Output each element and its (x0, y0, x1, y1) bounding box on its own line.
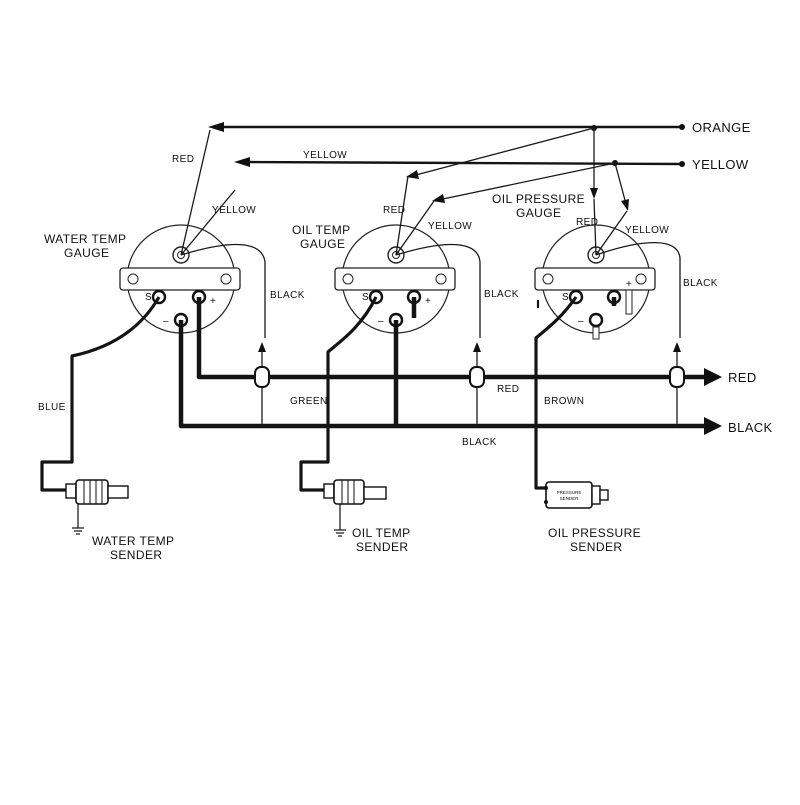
water-temp-gauge-title-2: GAUGE (64, 246, 109, 260)
pressure-sender-body-label-2: SENDER (560, 496, 580, 501)
water-temp-gauge-title-1: WATER TEMP (44, 232, 126, 246)
oil-pressure-sender: PRESSURE SENDER (544, 481, 609, 509)
black-bus-label: BLACK (728, 420, 773, 435)
oil-temp-plus-label: + (425, 296, 431, 307)
water-temp-gauge-wires (180, 129, 266, 338)
red-bus-wire (196, 297, 722, 426)
oil-temp-black-label: BLACK (484, 289, 519, 300)
red-bus-inline-label: RED (497, 384, 519, 395)
oil-temp-yellow-label: YELLOW (428, 221, 472, 232)
oil-temp-gauge (334, 224, 456, 334)
blue-sender-wire (40, 296, 161, 492)
oil-pressure-gauge-title-1: OIL PRESSURE (492, 192, 585, 206)
oil-pressure-black-label: BLACK (683, 278, 718, 289)
black-lamp-returns (258, 342, 681, 426)
pressure-sender-body-label-1: PRESSURE (557, 490, 582, 495)
water-temp-sender-label-2: SENDER (110, 548, 162, 562)
oil-pressure-minus-label: – (578, 316, 584, 327)
water-temp-minus-label: – (163, 316, 169, 327)
oil-pressure-gauge-title-2: GAUGE (516, 206, 561, 220)
oil-pressure-s-label: S (562, 292, 569, 303)
brown-sender-wire (534, 296, 578, 490)
water-temp-red-label: RED (172, 154, 194, 165)
oil-temp-gauge-title-2: GAUGE (300, 237, 345, 251)
green-sender-wire (299, 296, 378, 492)
yellow-wire-label: YELLOW (692, 157, 749, 172)
oil-temp-gauge-title-1: OIL TEMP (292, 223, 351, 237)
oil-pressure-red-label: RED (576, 217, 598, 228)
oil-pressure-gauge-wires (593, 198, 681, 338)
oil-temp-sender-label-1: OIL TEMP (352, 526, 411, 540)
orange-feed-line (208, 122, 685, 132)
orange-wire-label: ORANGE (692, 120, 751, 135)
oil-pressure-plus-label: + (626, 279, 632, 290)
oil-temp-sender-label-2: SENDER (356, 540, 408, 554)
oil-temp-s-label: S (362, 292, 369, 303)
blue-wire-label: BLUE (38, 402, 66, 413)
water-temp-gauge (119, 224, 241, 334)
black-bus-wire (178, 320, 722, 435)
oil-temp-minus-label: – (378, 316, 384, 327)
black-bus-inline-label: BLACK (462, 437, 497, 448)
water-temp-s-label: S (145, 292, 152, 303)
brown-wire-label: BROWN (544, 396, 584, 407)
oil-pressure-sender-label-2: SENDER (570, 540, 622, 554)
oil-temp-gauge-wires (395, 175, 481, 338)
oil-temp-sender (323, 479, 387, 537)
water-temp-sender (65, 479, 129, 535)
yellow-branch-wires (432, 162, 629, 211)
red-bus-label: RED (728, 370, 757, 385)
oil-temp-red-label: RED (383, 205, 405, 216)
green-wire-label: GREEN (290, 396, 328, 407)
water-temp-sender-label-1: WATER TEMP (92, 534, 174, 548)
yellow-feed-top-label: YELLOW (303, 150, 347, 161)
oil-pressure-yellow-label: YELLOW (625, 225, 669, 236)
water-temp-yellow-label: YELLOW (212, 205, 256, 216)
water-temp-plus-label: + (210, 296, 216, 307)
orange-branch-wires (406, 127, 598, 199)
oil-pressure-sender-label-1: OIL PRESSURE (548, 526, 641, 540)
water-temp-black-label: BLACK (270, 290, 305, 301)
red-bus-splices (254, 366, 685, 388)
